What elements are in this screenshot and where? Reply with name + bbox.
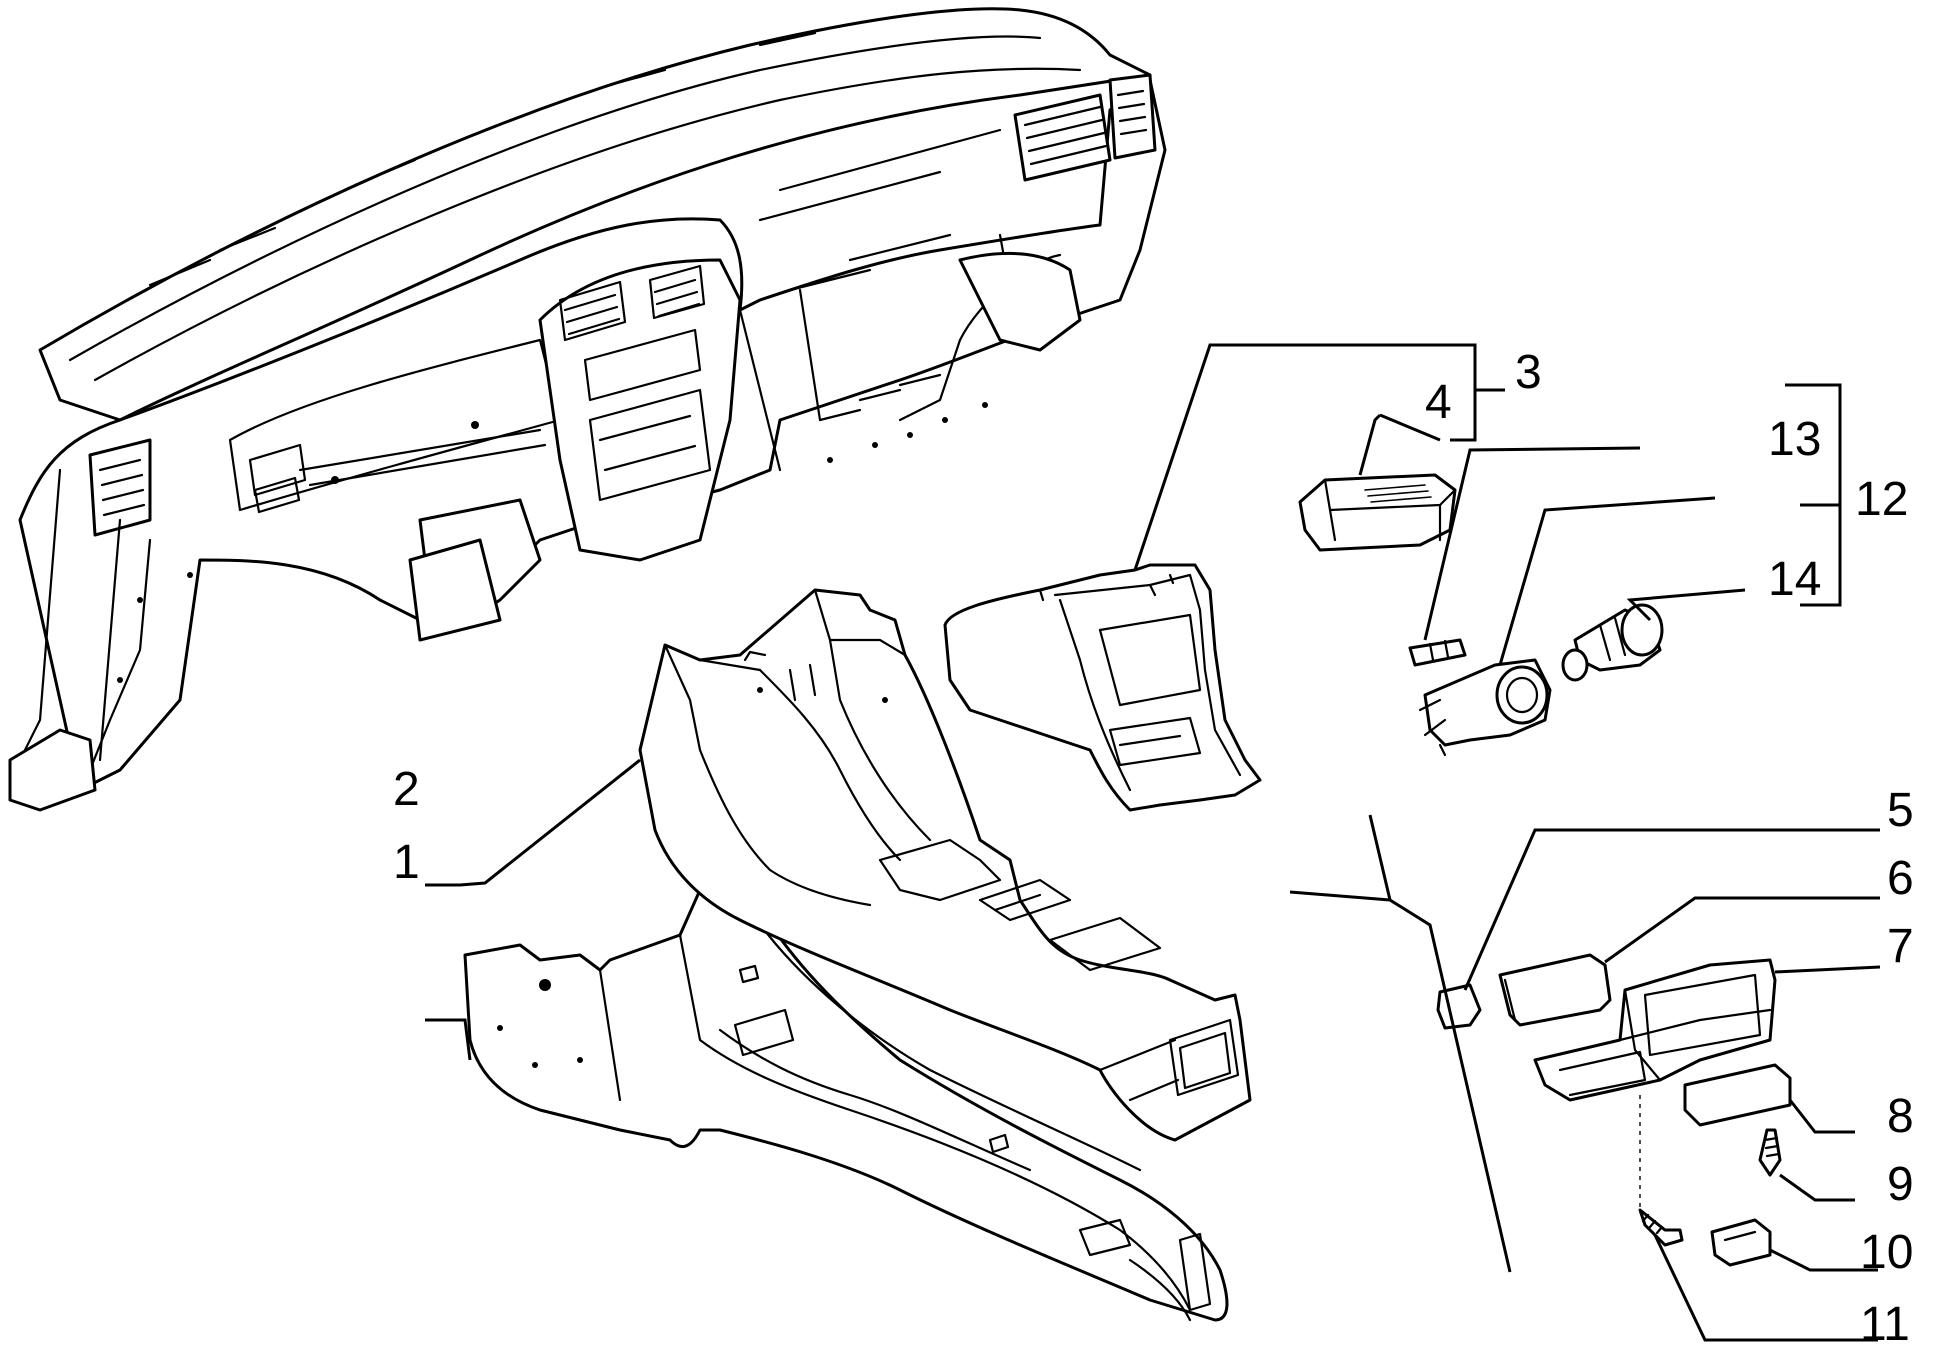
part-11-screw — [1638, 1208, 1684, 1247]
part-3-front-console-section — [943, 563, 1262, 812]
part-1-lower-console-tunnel — [463, 888, 1229, 1322]
part-9-screw — [1758, 1128, 1782, 1177]
callout-numbers: 1 2 3 4 5 6 7 8 9 10 11 12 13 14 — [393, 346, 1914, 1347]
callout-3: 3 — [1515, 346, 1542, 399]
part-6-blanking-cover — [1498, 953, 1612, 1027]
callout-12: 12 — [1855, 473, 1908, 526]
callout-7: 7 — [1887, 920, 1914, 973]
part-7-switch-housing — [1533, 958, 1777, 1102]
callout-9: 9 — [1887, 1158, 1914, 1211]
leader-lines — [425, 343, 1881, 1342]
callout-14: 14 — [1768, 553, 1821, 606]
callout-1: 1 — [393, 836, 420, 889]
part-4-ashtray — [1298, 473, 1457, 552]
callout-6: 6 — [1887, 852, 1914, 905]
dashboard-assembly — [8, 7, 1167, 812]
callout-10: 10 — [1860, 1226, 1913, 1279]
callout-4: 4 — [1425, 376, 1452, 429]
callout-11: 11 — [1860, 1298, 1910, 1347]
part-2-center-console — [638, 588, 1252, 1142]
part-5-switch — [1436, 983, 1482, 1030]
part-12-lighter-socket — [1418, 658, 1552, 757]
callout-13: 13 — [1768, 413, 1821, 466]
callout-2: 2 — [393, 763, 420, 816]
part-14-cigar-lighter — [1561, 603, 1664, 682]
group-divider — [1289, 814, 1512, 1273]
callout-5: 5 — [1887, 784, 1914, 837]
part-10-clip — [1710, 1218, 1772, 1267]
part-13-bulb — [1408, 638, 1467, 667]
part-8-cover-plate — [1683, 1063, 1792, 1127]
callout-8: 8 — [1887, 1090, 1914, 1143]
